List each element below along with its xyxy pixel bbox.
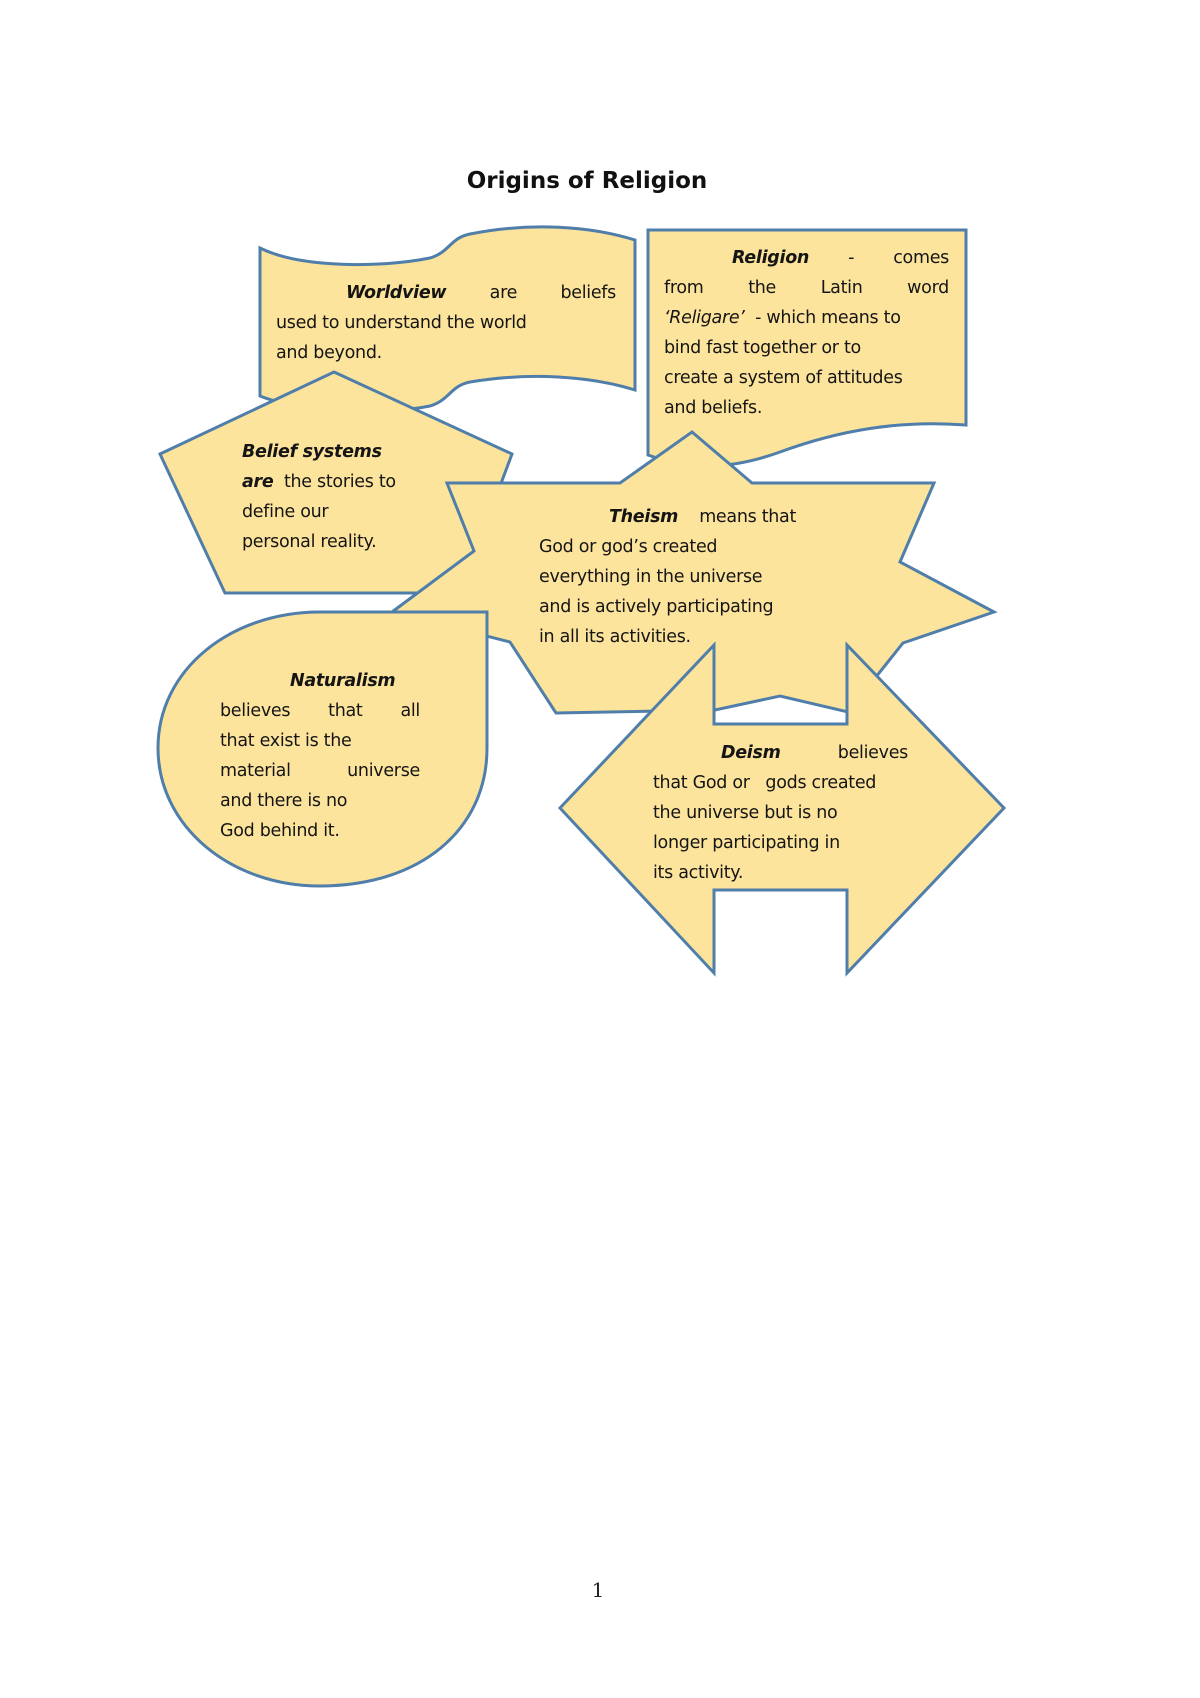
belief-systems-text: Belief systems are the stories to define…	[242, 437, 442, 557]
worldview-keyword: Worldview	[346, 283, 447, 303]
naturalism-teardrop-shape	[156, 610, 489, 888]
religion-word: Latin	[820, 278, 863, 298]
religion-keyword: Religion	[732, 248, 810, 268]
religion-line-6: and beliefs.	[664, 398, 763, 418]
naturalism-word: material	[220, 761, 291, 781]
theism-line-1: Theism means that	[539, 502, 819, 532]
religion-line-2: from the Latin word	[664, 273, 949, 303]
deism-line-1: Deism believes	[653, 738, 908, 768]
naturalism-word: all	[400, 701, 420, 721]
naturalism-word: universe	[347, 761, 420, 781]
theism-star-shape	[388, 430, 998, 715]
theism-text: Theism means that God or god’s created e…	[539, 502, 819, 652]
theism-line-1-rest: means that	[699, 507, 797, 527]
religion-latin-word: ‘Religare’	[664, 308, 745, 328]
worldview-word: beliefs	[560, 283, 616, 303]
worldview-line-3: and beyond.	[276, 343, 382, 363]
theism-keyword: Theism	[609, 507, 679, 527]
belief-systems-keyword: Belief systems	[242, 442, 382, 462]
naturalism-line-4: material universe	[220, 756, 420, 786]
religion-word: comes	[893, 248, 949, 268]
deism-text: Deism believes that God or gods created …	[653, 738, 908, 888]
religion-dash: -	[848, 248, 855, 268]
religion-word: the	[748, 278, 777, 298]
page-number-text: 1	[591, 1578, 605, 1602]
religion-line-3: ‘Religare’ - which means to	[664, 303, 949, 333]
belief-systems-pentagon-shape	[158, 370, 514, 595]
deism-line-2: that God or gods created	[653, 773, 877, 793]
deism-line-3: the universe but is no	[653, 803, 838, 823]
belief-systems-line-2: are the stories to	[242, 467, 442, 497]
worldview-text: Worldview are beliefs used to understand…	[276, 278, 616, 368]
deism-arrow-shape	[557, 641, 1007, 977]
worldview-line-2: used to understand the world	[276, 313, 527, 333]
religion-line-4: bind fast together or to	[664, 338, 861, 358]
religion-line-5: create a system of attitudes	[664, 368, 903, 388]
deism-line-4: longer participating in	[653, 833, 840, 853]
naturalism-text: Naturalism believes that all that exist …	[220, 666, 420, 846]
naturalism-line-1: Naturalism	[220, 666, 420, 696]
naturalism-line-2: believes that all	[220, 696, 420, 726]
belief-systems-line-3: define our	[242, 502, 329, 522]
religion-text: Religion - comes from the Latin word ‘Re…	[664, 243, 949, 423]
worldview-line-1: Worldview are beliefs	[276, 278, 616, 308]
naturalism-line-3: that exist is the	[220, 731, 352, 751]
belief-systems-line-2-rest: the stories to	[283, 472, 396, 492]
deism-line-5: its activity.	[653, 863, 744, 883]
naturalism-line-5: and there is no	[220, 791, 348, 811]
naturalism-word: that	[328, 701, 363, 721]
theism-line-5: in all its activities.	[539, 627, 691, 647]
naturalism-line-6: God behind it.	[220, 821, 340, 841]
religion-word: word	[907, 278, 949, 298]
belief-systems-are: are	[242, 472, 274, 492]
page-number: 1	[0, 1578, 1200, 1602]
religion-word: from	[664, 278, 704, 298]
worldview-word: are	[489, 283, 518, 303]
religion-line-3-rest: - which means to	[755, 308, 901, 328]
page-title: Origins of Religion	[0, 168, 1200, 194]
religion-line-1: Religion - comes	[664, 243, 949, 273]
naturalism-keyword: Naturalism	[290, 671, 396, 691]
naturalism-word: believes	[220, 701, 291, 721]
page-title-text: Origins of Religion	[466, 168, 708, 194]
theism-line-4: and is actively participating	[539, 597, 774, 617]
theism-line-3: everything in the universe	[539, 567, 763, 587]
deism-keyword: Deism	[721, 743, 781, 763]
theism-line-2: God or god’s created	[539, 537, 718, 557]
deism-line-1-rest: believes	[837, 743, 909, 763]
belief-systems-line-4: personal reality.	[242, 532, 377, 552]
